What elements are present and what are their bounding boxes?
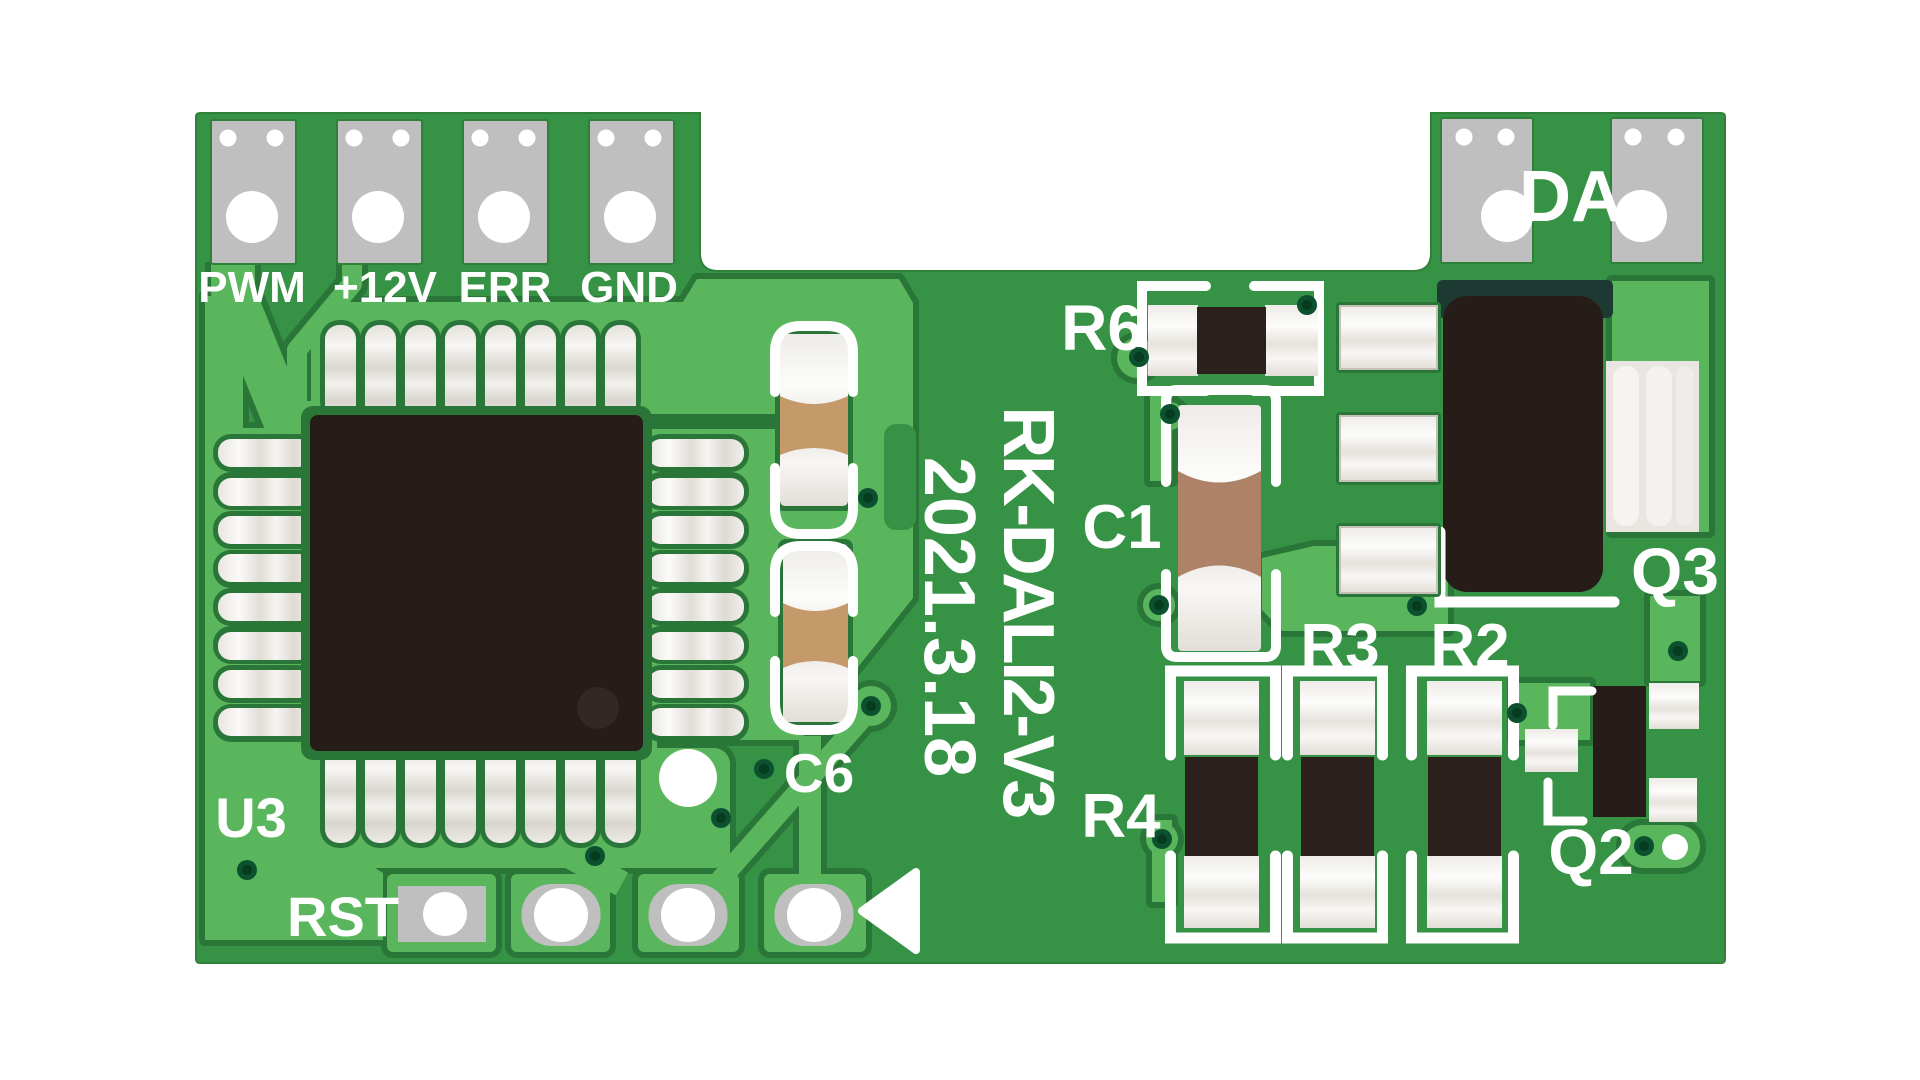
svg-text:ERR: ERR xyxy=(459,263,552,312)
svg-text:U3: U3 xyxy=(215,786,287,849)
svg-text:2021.3.18: 2021.3.18 xyxy=(909,457,989,777)
svg-text:R6: R6 xyxy=(1061,292,1143,364)
svg-text:R4: R4 xyxy=(1081,782,1161,851)
svg-text:RK-DALI2-V3: RK-DALI2-V3 xyxy=(988,406,1068,817)
svg-text:R2: R2 xyxy=(1430,612,1509,681)
svg-text:C1: C1 xyxy=(1082,493,1161,562)
svg-text:PWM: PWM xyxy=(198,263,306,312)
svg-text:R3: R3 xyxy=(1300,612,1379,681)
svg-text:GND: GND xyxy=(580,263,678,312)
svg-text:C6: C6 xyxy=(784,742,854,804)
svg-text:Q2: Q2 xyxy=(1548,816,1633,888)
svg-text:DA: DA xyxy=(1519,157,1623,237)
svg-text:RST: RST xyxy=(287,885,399,948)
svg-text:Q3: Q3 xyxy=(1631,534,1719,608)
svg-text:+12V: +12V xyxy=(333,263,438,312)
